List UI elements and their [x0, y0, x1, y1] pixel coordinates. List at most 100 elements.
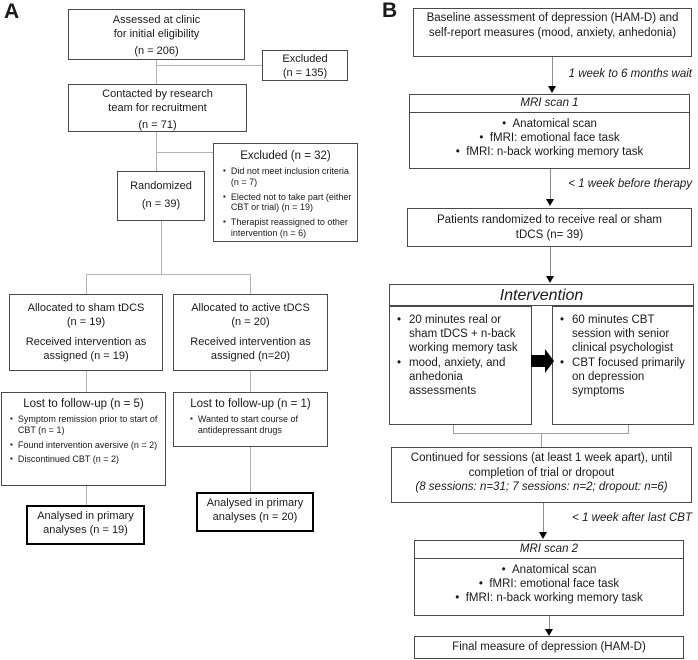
- contacted-n: (n = 71): [138, 119, 177, 131]
- box-randomized: Randomized (n = 39): [117, 171, 205, 221]
- lost-active-title: Lost to follow-up (n = 1): [190, 398, 311, 410]
- contacted-line2: team for recruitment: [108, 101, 207, 114]
- mri2-bullet-3: fMRI: n-back working memory task: [415, 591, 683, 605]
- connector-sham-lost: [86, 371, 87, 392]
- bracket-left: [453, 425, 454, 434]
- list-item: Symptom remission prior to start of CBT …: [4, 414, 161, 436]
- box-intervention-header: Intervention: [389, 284, 694, 306]
- mri1-bullet-1: Anatomical scan: [410, 117, 689, 131]
- excluded32-bullet-1: Did not meet inclusion criteria (n = 7): [230, 166, 349, 187]
- wait-label-1: 1 week to 6 months wait: [568, 68, 692, 80]
- analysed-sham-line1: Analysed in primary: [37, 510, 134, 522]
- box-excluded-32: Excluded (n = 32) Did not meet inclusion…: [213, 143, 358, 242]
- arrow-mri1-randomized: [550, 169, 551, 200]
- list-item: Discontinued CBT (n = 2): [4, 454, 161, 465]
- final-measure-text: Final measure of depression (HAM-D): [452, 641, 646, 653]
- intervention-title: Intervention: [499, 287, 584, 304]
- arrowhead-icon: [545, 629, 553, 636]
- box-baseline-assessment: Baseline assessment of depression (HAM-D…: [413, 8, 692, 57]
- baseline-text: Baseline assessment of depression (HAM-D…: [426, 12, 679, 39]
- list-item: 60 minutes CBT session with senior clini…: [555, 313, 693, 356]
- intervention-left-bullet-2: mood, anxiety, and anhedonia assessments: [409, 356, 506, 398]
- excluded32-list: Did not meet inclusion criteria (n = 7) …: [217, 166, 354, 239]
- connector-a1: [156, 60, 157, 84]
- lost-sham-bullet-1: Symptom remission prior to start of CBT …: [17, 414, 158, 435]
- mri1-title: MRI scan 1: [410, 95, 689, 113]
- list-item: mood, anxiety, and anhedonia assessments: [392, 356, 531, 399]
- lost-sham-list: Symptom remission prior to start of CBT …: [4, 414, 163, 465]
- alloc-active-line1: Allocated to active tDCS: [191, 302, 310, 314]
- box-mri-scan-1: MRI scan 1 Anatomical scan fMRI: emotion…: [409, 94, 690, 169]
- box-excluded-135: Excluded (n = 135): [262, 50, 348, 81]
- list-item: Wanted to start course of antidepressant…: [184, 414, 323, 436]
- arrow-baseline-mri1: [552, 57, 553, 87]
- connector-split-right: [250, 274, 251, 294]
- connector-a3: [161, 221, 162, 274]
- connector-a1-branch: [156, 65, 262, 66]
- arrow-randomized-intervention: [550, 247, 551, 277]
- analysed-sham-line2: analyses (n = 19): [43, 523, 128, 536]
- box-mri-scan-2: MRI scan 2 Anatomical scan fMRI: emotion…: [414, 540, 684, 616]
- box-analysed-active: Analysed in primary analyses (n = 20): [196, 492, 314, 532]
- arrowhead-icon: [546, 276, 554, 283]
- connector-split: [86, 274, 251, 275]
- lost-active-bullet-1: Wanted to start course of antidepressant…: [197, 414, 299, 435]
- box-lost-sham: Lost to follow-up (n = 5) Symptom remiss…: [1, 392, 166, 486]
- alloc-active-line2: (n = 20): [231, 315, 270, 328]
- wait-label-3: < 1 week after last CBT: [572, 512, 692, 524]
- bracket-right: [628, 425, 629, 434]
- mri2-title: MRI scan 2: [415, 541, 683, 559]
- box-allocated-sham: Allocated to sham tDCS (n = 19) Received…: [9, 294, 163, 371]
- connector-split-left: [86, 274, 87, 294]
- mri1-bullet-2: fMRI: emotional face task: [410, 131, 689, 145]
- randomized-line1: Randomized: [130, 180, 192, 192]
- alloc-active-line4: assigned (n=20): [210, 349, 291, 362]
- connector-active-lost: [250, 371, 251, 392]
- excluded135-line1: Excluded: [282, 53, 328, 65]
- arrowhead-icon: [548, 86, 556, 93]
- panel-b-label: B: [382, 0, 398, 22]
- lost-sham-title: Lost to follow-up (n = 5): [23, 398, 144, 410]
- excluded32-bullet-2: Elected not to take part (either CBT or …: [230, 191, 352, 213]
- intervention-left-bullet-1: 20 minutes real or sham tDCS + n-back wo…: [409, 314, 518, 355]
- list-item: Did not meet inclusion criteria (n = 7): [217, 166, 352, 188]
- panel-a-label: A: [4, 0, 20, 23]
- analysed-active-line1: Analysed in primary: [206, 497, 304, 509]
- assessed-line1: Assessed at clinic: [112, 14, 201, 26]
- box-intervention-cbt: 60 minutes CBT session with senior clini…: [552, 306, 694, 425]
- connector-a2-branch: [156, 152, 213, 153]
- alloc-active-line3: Received intervention as: [190, 336, 311, 348]
- mri1-list: Anatomical scan fMRI: emotional face tas…: [410, 113, 689, 159]
- arrow-mri2-final: [549, 616, 550, 630]
- mri2-list: Anatomical scan fMRI: emotional face tas…: [415, 559, 683, 605]
- mri2-bullet-2: fMRI: emotional face task: [415, 577, 683, 591]
- list-item: Therapist reassigned to other interventi…: [217, 217, 352, 239]
- list-item: 20 minutes real or sham tDCS + n-back wo…: [392, 313, 531, 356]
- randomized-n: (n = 39): [141, 197, 181, 210]
- list-item: Elected not to take part (either CBT or …: [217, 192, 352, 214]
- big-arrow-icon: [531, 355, 545, 367]
- excluded135-n: (n = 135): [282, 66, 328, 79]
- assessed-n: (n = 206): [134, 45, 179, 57]
- box-contacted-research: Contacted by research team for recruitme…: [68, 84, 247, 132]
- intervention-right-bullet-2: CBT focused primarily on depression symp…: [572, 356, 685, 398]
- intervention-right-bullet-1: 60 minutes CBT session with senior clini…: [572, 314, 674, 355]
- box-assessed-clinic: Assessed at clinic for initial eligibili…: [68, 9, 245, 60]
- connector-sham-analysed: [86, 486, 87, 505]
- box-final-measure: Final measure of depression (HAM-D): [414, 636, 684, 659]
- arrowhead-icon: [546, 199, 554, 206]
- alloc-sham-line4: assigned (n = 19): [43, 349, 129, 362]
- box-allocated-active: Allocated to active tDCS (n = 20) Receiv…: [173, 294, 328, 371]
- connector-active-analysed: [250, 447, 251, 492]
- box-analysed-sham: Analysed in primary analyses (n = 19): [26, 505, 145, 545]
- excluded32-title: Excluded (n = 32): [240, 150, 331, 162]
- arrow-continued-mri2: [543, 503, 544, 533]
- box-lost-active: Lost to follow-up (n = 1) Wanted to star…: [173, 392, 328, 447]
- contacted-line1: Contacted by research: [102, 88, 213, 100]
- patients-randomized-text: Patients randomized to receive real or s…: [437, 214, 662, 241]
- list-item: Found intervention aversive (n = 2): [4, 440, 161, 451]
- mri1-bullet-3: fMRI: n-back working memory task: [410, 145, 689, 159]
- box-intervention-tdcs: 20 minutes real or sham tDCS + n-back wo…: [389, 306, 532, 425]
- alloc-sham-line1: Allocated to sham tDCS: [27, 302, 145, 314]
